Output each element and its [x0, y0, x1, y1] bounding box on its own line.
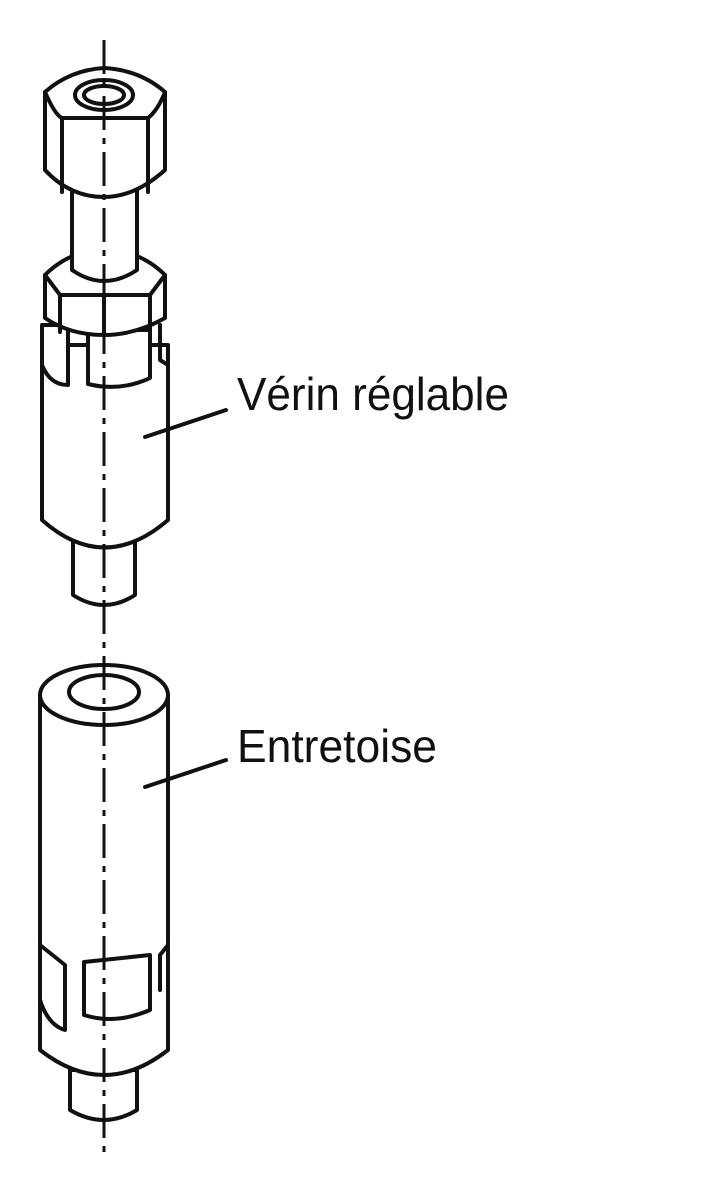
leader-line-spacer [143, 758, 228, 789]
label-spacer: Entretoise [237, 720, 437, 772]
adjustable-jack-part [40, 66, 170, 607]
leader-line-jack [143, 408, 228, 439]
label-adjustable-jack: Vérin réglable [237, 368, 509, 420]
